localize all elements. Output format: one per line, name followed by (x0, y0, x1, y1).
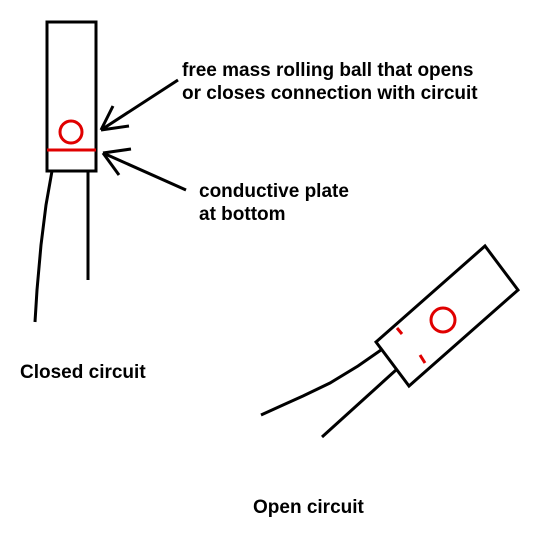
open-switch-ball (429, 306, 457, 334)
plate-annotation-line-1: conductive plate (199, 181, 349, 202)
closed-switch-left-lead (33, 170, 54, 323)
ball-annotation-line-2: or closes connection with circuit (182, 83, 478, 104)
plate-annotation: conductive plate at bottom (199, 180, 349, 226)
closed-switch-ball (58, 119, 84, 145)
open-switch-right-lead (320, 368, 398, 439)
open-switch-housing (373, 243, 521, 389)
open-switch-contact-lower (418, 354, 427, 364)
ball-annotation-arrow (99, 78, 179, 132)
closed-switch-housing (45, 20, 98, 173)
closed-circuit-label: Closed circuit (20, 362, 146, 383)
closed-switch (33, 20, 98, 323)
ball-annotation-line-1: free mass rolling ball that opens (182, 60, 474, 81)
open-switch-contact-upper (395, 327, 404, 335)
ball-annotation: free mass rolling ball that opens or clo… (182, 59, 478, 105)
open-circuit-label: Open circuit (253, 497, 364, 518)
open-switch (260, 243, 521, 439)
plate-annotation-line-2: at bottom (199, 204, 286, 225)
plate-annotation-arrow (101, 147, 187, 192)
open-switch-left-lead (260, 348, 382, 417)
